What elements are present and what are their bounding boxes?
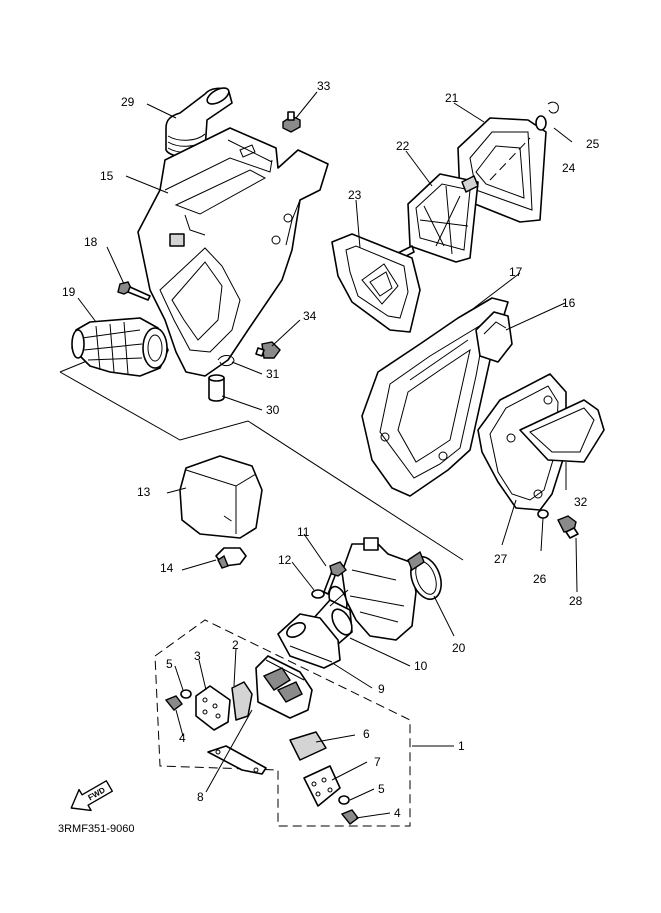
fwd-arrow-icon: FWD xyxy=(70,780,114,812)
callout-2: 2 xyxy=(232,638,239,652)
part-23-filter-element xyxy=(331,233,421,333)
callout-6: 6 xyxy=(363,727,370,741)
callout-26: 26 xyxy=(533,572,547,586)
part-9-manifold xyxy=(277,613,341,669)
callout-23: 23 xyxy=(348,188,362,202)
callout-15: 15 xyxy=(100,169,114,183)
reed-block xyxy=(255,655,313,719)
part-18-bolt xyxy=(117,281,151,301)
callout-4-right: 4 xyxy=(394,806,401,820)
part-24-washer xyxy=(535,115,547,131)
callout-14: 14 xyxy=(160,561,174,575)
callout-31: 31 xyxy=(266,367,280,381)
callout-3: 3 xyxy=(194,649,201,663)
part-32-cover-plate xyxy=(519,399,605,463)
part-11-bolt xyxy=(323,561,347,595)
part-19-joint xyxy=(71,317,169,377)
callout-30: 30 xyxy=(266,403,280,417)
callout-18: 18 xyxy=(84,235,98,249)
callout-5-right: 5 xyxy=(378,782,385,796)
part-4-bolt-left xyxy=(164,695,183,711)
callout-27: 27 xyxy=(494,552,508,566)
callout-9: 9 xyxy=(378,682,385,696)
part-28-bolt xyxy=(557,515,579,539)
callout-4-left: 4 xyxy=(179,731,186,745)
part-34-bolt xyxy=(255,341,281,359)
callout-19: 19 xyxy=(62,285,76,299)
callout-20: 20 xyxy=(452,641,466,655)
part-12-washer xyxy=(311,589,325,599)
callout-22: 22 xyxy=(396,139,410,153)
callout-28: 28 xyxy=(569,594,583,608)
part-26-collar xyxy=(537,509,549,519)
callout-21: 21 xyxy=(445,91,459,105)
part-27-side-cover xyxy=(477,373,567,511)
callout-33: 33 xyxy=(317,79,331,93)
callout-7: 7 xyxy=(374,755,381,769)
callout-17: 17 xyxy=(509,265,523,279)
part-5-washer-right xyxy=(338,795,350,805)
diagram-code: 3RMF351-9060 xyxy=(58,823,134,835)
callout-11: 11 xyxy=(297,525,310,539)
part-16-seal-strip xyxy=(475,311,513,363)
callout-5-left: 5 xyxy=(166,657,173,671)
part-2-reed-petal xyxy=(231,681,253,721)
callout-12: 12 xyxy=(278,553,292,567)
part-25-clip xyxy=(547,101,559,114)
callout-29: 29 xyxy=(121,95,135,109)
part-14-clamp xyxy=(215,547,247,569)
callout-34: 34 xyxy=(303,309,317,323)
part-7-reed-plate xyxy=(303,765,341,807)
part-3-reed-plate xyxy=(195,685,231,731)
reed-valve-assembly-box xyxy=(154,619,411,827)
leader-lines xyxy=(77,91,578,819)
callout-24: 24 xyxy=(562,161,576,175)
part-22-filter-guide xyxy=(395,173,479,263)
part-15-air-box xyxy=(137,127,329,377)
callout-10: 10 xyxy=(414,659,428,673)
part-30-collar xyxy=(208,374,225,402)
callout-labels: 1 2 3 4 4 5 5 6 7 8 9 10 11 12 13 14 15 … xyxy=(62,79,600,820)
part-13-cover xyxy=(179,455,263,539)
carburetor xyxy=(328,537,417,641)
part-8-gasket xyxy=(207,745,267,775)
part-33-bolt xyxy=(282,111,301,133)
callout-16: 16 xyxy=(562,296,576,310)
part-31-clip xyxy=(217,355,235,367)
callout-1: 1 xyxy=(458,739,465,753)
assembly-outline xyxy=(59,371,464,561)
part-20-clamp-band xyxy=(407,550,442,601)
callout-8: 8 xyxy=(197,790,204,804)
part-6-reed-petal xyxy=(289,731,327,761)
callout-13: 13 xyxy=(137,485,151,499)
part-4-bolt-right xyxy=(340,809,359,825)
part-5-washer-left xyxy=(180,689,192,699)
callout-25: 25 xyxy=(586,137,600,151)
callout-32: 32 xyxy=(574,495,588,509)
